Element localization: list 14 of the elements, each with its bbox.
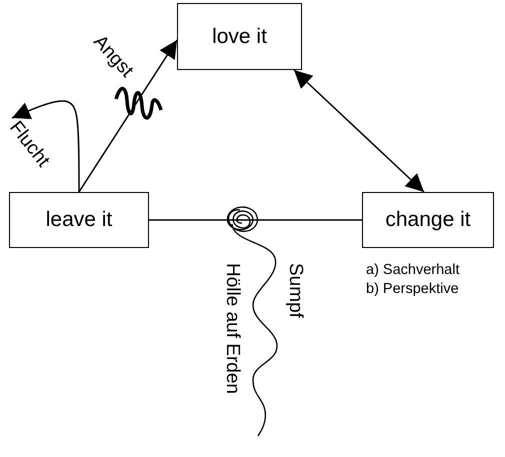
process-box [177, 3, 302, 70]
node-label: change it [385, 208, 471, 232]
arrow [293, 69, 425, 193]
arrow [12, 100, 80, 192]
note-text: b) Perspektive [366, 280, 459, 299]
process-box [362, 192, 494, 248]
rotated-label: Hölle auf Erden [223, 263, 242, 394]
rotated-label: Sumpf [286, 263, 305, 318]
note-text: a) Sachverhalt [366, 261, 460, 280]
connector-line [149, 219, 362, 221]
arrow [78, 40, 178, 192]
node-label: love it [212, 24, 267, 48]
node-label: leave it [46, 208, 112, 232]
process-box [9, 192, 149, 248]
